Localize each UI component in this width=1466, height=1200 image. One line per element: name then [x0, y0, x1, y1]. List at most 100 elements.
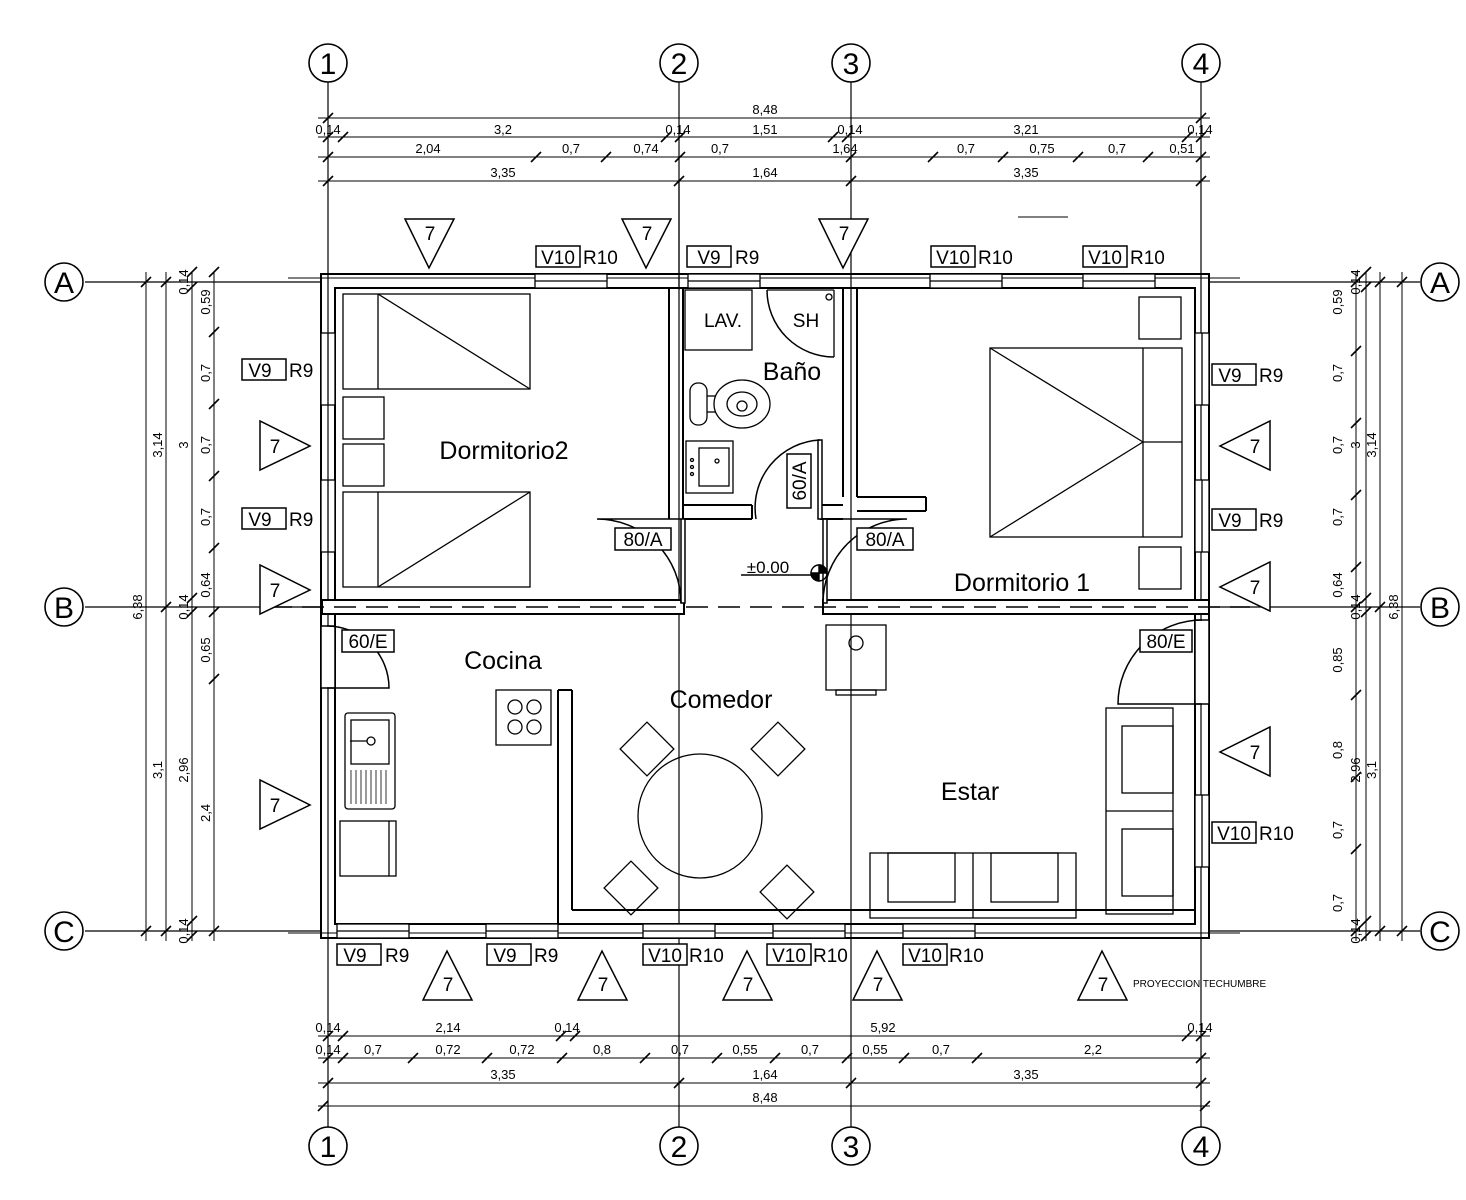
elevation-triangles — [259, 218, 1271, 1001]
right-dim-c4-0: 0,59 — [1330, 289, 1345, 314]
right-dimension-ticks — [1350, 266, 1408, 942]
window-ref-top-3: R10 — [978, 248, 1013, 269]
top-dim-r2-2: 0,74 — [633, 141, 658, 156]
right-dim-c3-3: 2,96 — [1348, 757, 1363, 782]
window-code-bottom-4: V10 — [772, 946, 806, 967]
elevation-mark-right-2: 7 — [1250, 578, 1261, 599]
bottom-dim-r2-7: 0,7 — [801, 1042, 819, 1057]
left-dim-c4-2: 0,7 — [198, 436, 213, 454]
axis-label-bottom-3: 3 — [843, 1131, 860, 1164]
top-dim-r3-0: 3,35 — [490, 165, 515, 180]
bottom-dim-r2-9: 0,7 — [932, 1042, 950, 1057]
fixture-label-lav: LAV. — [704, 311, 742, 332]
left-dim-c4-6: 2,4 — [198, 804, 213, 822]
left-dim-c2-1: 3,1 — [150, 761, 165, 779]
window-ref-left-2: R9 — [289, 510, 313, 531]
elevation-mark-top-1: 7 — [425, 224, 436, 245]
elevation-mark-bottom-2: 7 — [598, 975, 609, 996]
right-dim-c3-1: 3 — [1348, 441, 1363, 448]
bottom-dim-r2-10: 2,2 — [1084, 1042, 1102, 1057]
bottom-dim-r1-3: 5,92 — [870, 1020, 895, 1035]
door-code-boxes — [341, 453, 1193, 653]
left-dimension-ticks — [140, 266, 220, 942]
bottom-dim-r2-2: 0,72 — [435, 1042, 460, 1057]
top-dim-r1-0: 0,14 — [315, 122, 340, 137]
bottom-dim-r1-4: 0,14 — [1187, 1020, 1212, 1035]
axis-bubbles — [44, 43, 1460, 1166]
axis-label-right-a: A — [1430, 267, 1450, 300]
room-label-comedor: Comedor — [670, 686, 773, 714]
axis-label-top-4: 4 — [1193, 48, 1210, 81]
window-ref-bottom-2: R9 — [534, 946, 558, 967]
axis-label-top-1: 1 — [320, 48, 337, 81]
elevation-mark-bottom-4: 7 — [873, 975, 884, 996]
window-ref-top-1: R10 — [583, 248, 618, 269]
window-ref-top-2: R9 — [735, 248, 759, 269]
right-dim-c4-4: 0,64 — [1330, 572, 1345, 597]
elevation-mark-left-2: 7 — [270, 581, 281, 602]
right-dim-c2-0: 3,14 — [1364, 432, 1379, 457]
window-code-boxes — [241, 245, 1257, 966]
fixture-label-sh: SH — [793, 311, 819, 332]
bottom-dim-r1-0: 0,14 — [315, 1020, 340, 1035]
right-dim-c3-0: 0,14 — [1348, 269, 1363, 294]
window-ref-top-4: R10 — [1130, 248, 1165, 269]
right-dim-c2-1: 3,1 — [1364, 761, 1379, 779]
window-code-left-2: V9 — [248, 510, 271, 531]
top-dim-r3-1: 1,64 — [752, 165, 777, 180]
room-label-estar: Estar — [941, 778, 999, 806]
right-dim-c4-3: 0,7 — [1330, 508, 1345, 526]
axis-label-top-3: 3 — [843, 48, 860, 81]
axis-label-right-b: B — [1430, 592, 1450, 625]
top-dim-r1-6: 0,14 — [1187, 122, 1212, 137]
left-dim-c4-4: 0,64 — [198, 572, 213, 597]
bottom-dim-r3-2: 3,35 — [1013, 1067, 1038, 1082]
right-dim-c3-4: 0,14 — [1348, 918, 1363, 943]
door-code-bath: 60/A — [790, 461, 811, 500]
window-code-right-1: V9 — [1218, 366, 1241, 387]
top-dim-r1-1: 3,2 — [494, 122, 512, 137]
window-code-top-3: V10 — [936, 248, 970, 269]
right-dim-overall: 6,38 — [1386, 594, 1401, 619]
bottom-dim-r2-3: 0,72 — [509, 1042, 534, 1057]
left-dim-c3-1: 3 — [176, 441, 191, 448]
interior-walls — [321, 288, 1210, 924]
furniture — [339, 289, 1183, 920]
left-dim-c2-0: 3,14 — [150, 432, 165, 457]
roof-projection-note: PROYECCION TECHUMBRE — [1133, 979, 1266, 990]
window-code-top-2: V9 — [697, 248, 720, 269]
left-dim-c4-5: 0,65 — [198, 637, 213, 662]
window-ref-bottom-5: R10 — [949, 946, 984, 967]
left-dim-c3-4: 0,14 — [176, 918, 191, 943]
window-code-left-1: V9 — [248, 361, 271, 382]
window-code-bottom-3: V10 — [648, 946, 682, 967]
window-code-right-3: V10 — [1217, 824, 1251, 845]
bottom-dim-r3-1: 1,64 — [752, 1067, 777, 1082]
axis-label-left-c: C — [53, 916, 75, 949]
bottom-dim-r2-4: 0,8 — [593, 1042, 611, 1057]
window-code-top-1: V10 — [541, 248, 575, 269]
level-marker — [741, 564, 828, 582]
window-ref-bottom-1: R9 — [385, 946, 409, 967]
room-label-dormitorio1: Dormitorio 1 — [954, 569, 1090, 597]
top-dim-overall: 8,48 — [752, 102, 777, 117]
elevation-mark-right-1: 7 — [1250, 437, 1261, 458]
top-dim-r2-5: 0,7 — [957, 141, 975, 156]
top-dim-r2-7: 0,7 — [1108, 141, 1126, 156]
window-ref-right-3: R10 — [1259, 824, 1294, 845]
axis-label-top-2: 2 — [671, 48, 688, 81]
window-ref-right-1: R9 — [1259, 366, 1283, 387]
window-code-top-4: V10 — [1088, 248, 1122, 269]
elevation-mark-right-3: 7 — [1250, 743, 1261, 764]
bottom-dim-r1-1: 2,14 — [435, 1020, 460, 1035]
level-label: ±0.00 — [747, 558, 789, 577]
bottom-dim-r2-6: 0,55 — [732, 1042, 757, 1057]
top-dim-r1-5: 3,21 — [1013, 122, 1038, 137]
axis-label-left-a: A — [54, 267, 74, 300]
right-dim-c4-1: 0,7 — [1330, 364, 1345, 382]
axis-label-bottom-1: 1 — [320, 1131, 337, 1164]
bottom-dim-r2-5: 0,7 — [671, 1042, 689, 1057]
room-label-cocina: Cocina — [464, 647, 542, 675]
bottom-dimension-ticks — [317, 1030, 1211, 1112]
